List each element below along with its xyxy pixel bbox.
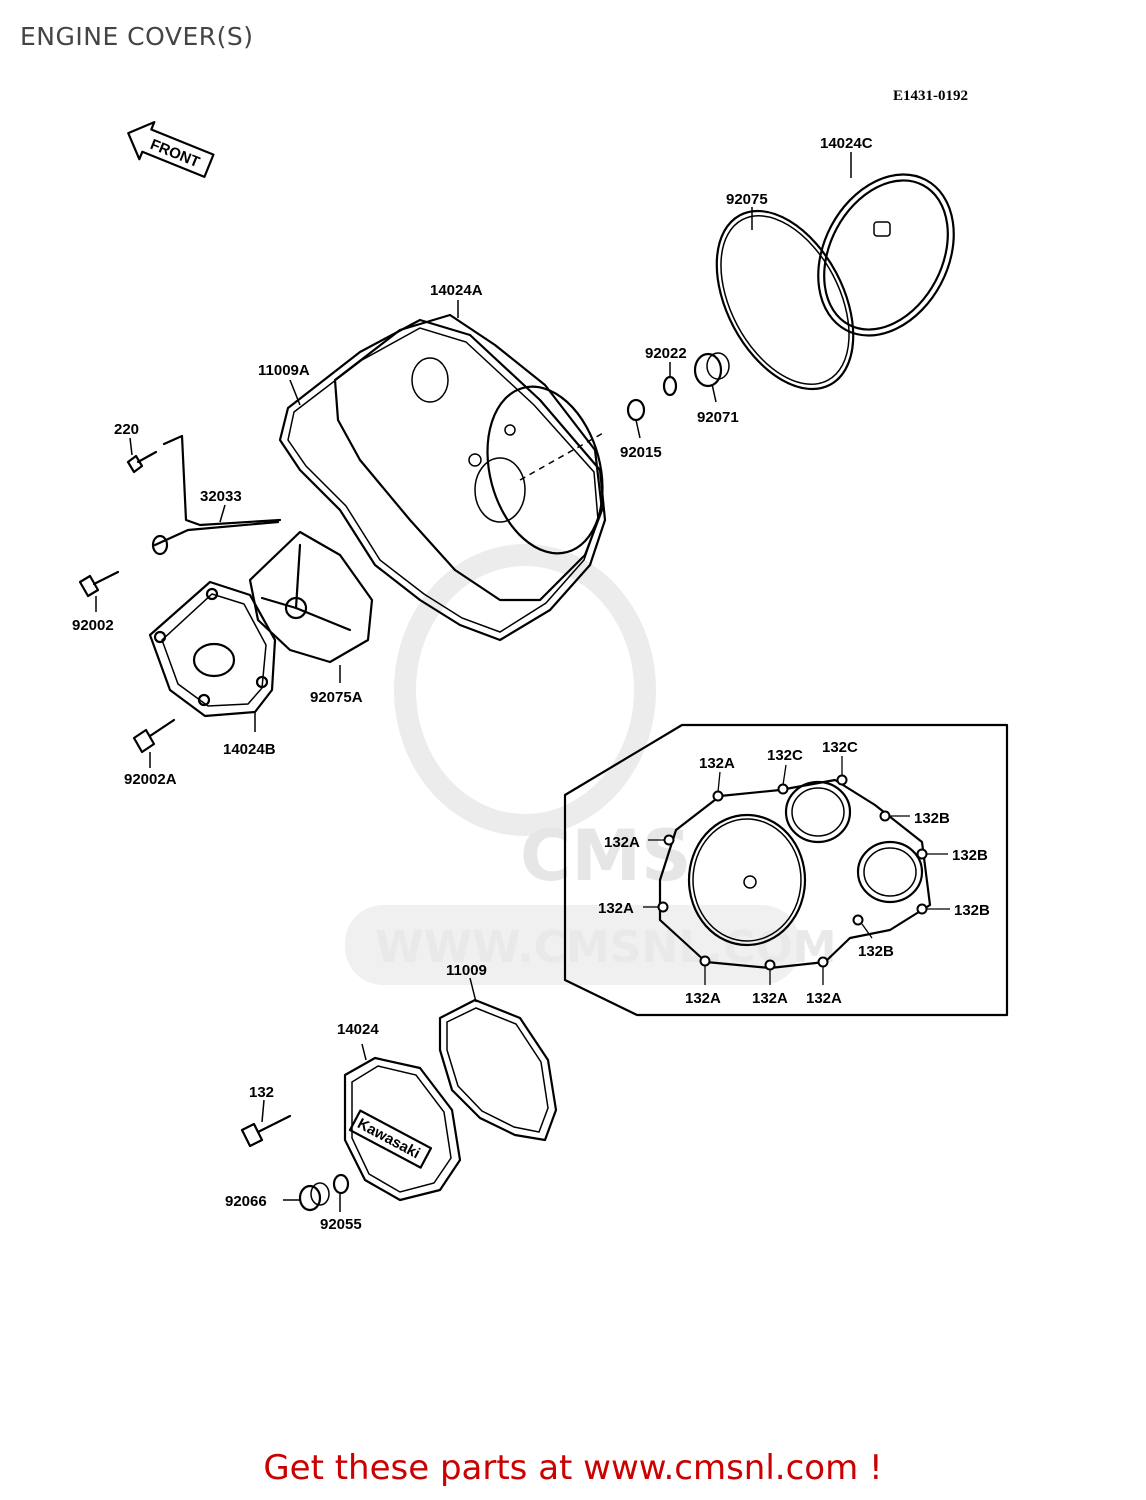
part-92075-gasket bbox=[715, 207, 855, 391]
watermark-url: WWW.CMSNL.COM bbox=[375, 922, 837, 973]
label-132: 132 bbox=[249, 1084, 274, 1101]
part-14024-cover: Kawasaki bbox=[343, 1043, 462, 1202]
part-14024b-cover bbox=[148, 580, 277, 732]
label-92015: 92015 bbox=[620, 444, 662, 461]
label-14024: 14024 bbox=[337, 1021, 379, 1038]
label-14024b: 14024B bbox=[223, 741, 276, 758]
label-92075a: 92075A bbox=[310, 689, 363, 706]
part-92066-plug bbox=[283, 1182, 330, 1212]
part-92055-oring bbox=[332, 1173, 350, 1212]
label-11009a: 11009A bbox=[258, 362, 310, 379]
front-arrow: FRONT bbox=[127, 120, 215, 178]
detail-bolt-holes bbox=[657, 774, 928, 971]
part-220-bolt bbox=[126, 437, 158, 474]
part-92022-washer bbox=[662, 362, 678, 397]
part-92071-cap bbox=[693, 352, 730, 403]
label-bolt-132c: 132C bbox=[767, 747, 803, 764]
part-32033-bracket bbox=[151, 434, 282, 556]
label-11009: 11009 bbox=[446, 962, 487, 979]
detail-leaders bbox=[643, 756, 950, 985]
detail-box bbox=[563, 723, 1009, 1017]
part-11009a-gasket bbox=[278, 318, 607, 642]
part-14024a-cover bbox=[333, 300, 606, 602]
watermark-logo: CMS bbox=[520, 815, 691, 897]
label-92002: 92002 bbox=[72, 617, 114, 634]
label-220: 220 bbox=[114, 421, 139, 438]
detail-labels: 132A 132C 132C 132B 132A 132B 132A 132B … bbox=[598, 739, 990, 1007]
label-92022: 92022 bbox=[645, 345, 687, 362]
label-bolt-132b: 132B bbox=[914, 810, 950, 827]
label-92002a: 92002A bbox=[124, 771, 177, 788]
part-92002a-bolt bbox=[132, 718, 176, 768]
diagram-code: E1431-0192 bbox=[893, 88, 968, 104]
label-bolt-132b: 132B bbox=[858, 943, 894, 960]
label-bolt-132a: 132A bbox=[806, 990, 842, 1007]
label-bolt-132c: 132C bbox=[822, 739, 858, 756]
label-bolt-132a: 132A bbox=[752, 990, 788, 1007]
parts-diagram: CMS WWW.CMSNL.COM E1431-0192 FRONT 14024… bbox=[72, 88, 1009, 1233]
part-92015-nut bbox=[626, 398, 646, 439]
label-bolt-132a: 132A bbox=[685, 990, 721, 1007]
label-bolt-132a: 132A bbox=[699, 755, 735, 772]
label-92075: 92075 bbox=[726, 191, 768, 208]
part-92075a-gasket bbox=[248, 530, 374, 683]
label-32033: 32033 bbox=[200, 488, 242, 505]
page-title: ENGINE COVER(S) bbox=[20, 22, 254, 51]
label-14024c: 14024C bbox=[820, 135, 873, 152]
label-92055: 92055 bbox=[320, 1216, 362, 1233]
part-92002-bolt bbox=[78, 570, 120, 612]
label-92066: 92066 bbox=[225, 1193, 267, 1210]
label-bolt-132a: 132A bbox=[598, 900, 634, 917]
label-bolt-132b: 132B bbox=[954, 902, 990, 919]
part-132-bolt bbox=[240, 1099, 292, 1148]
label-92071: 92071 bbox=[697, 409, 739, 426]
footer-link[interactable]: Get these parts at www.cmsnl.com ! bbox=[263, 1448, 883, 1488]
part-11009-gasket bbox=[438, 977, 558, 1142]
watermark: CMS WWW.CMSNL.COM bbox=[345, 544, 837, 985]
label-bolt-132a: 132A bbox=[604, 834, 640, 851]
label-14024a: 14024A bbox=[430, 282, 483, 299]
label-bolt-132b: 132B bbox=[952, 847, 988, 864]
